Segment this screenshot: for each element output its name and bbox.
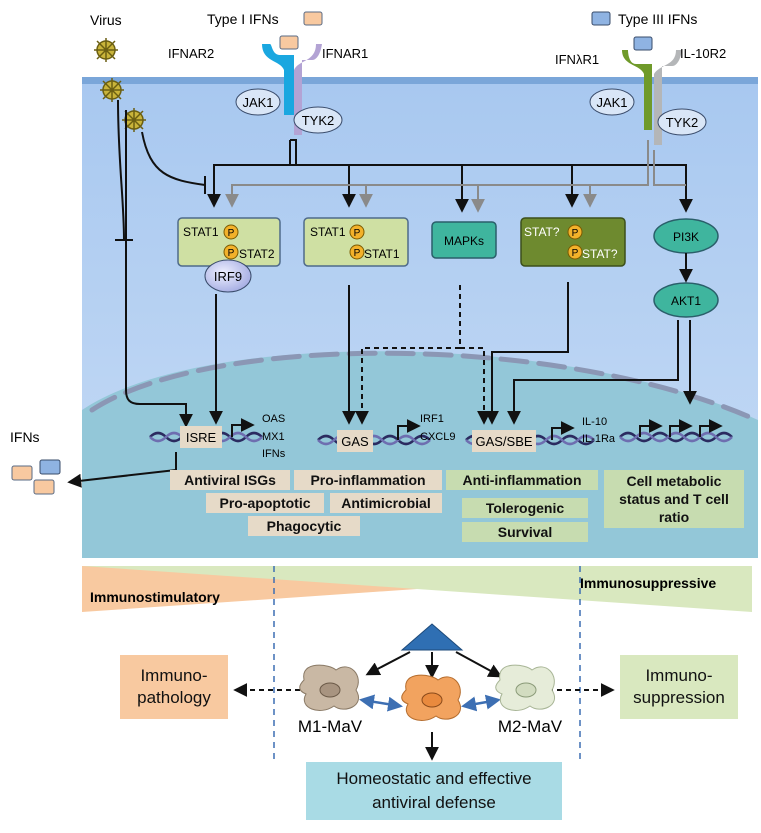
akt1-label: AKT1 bbox=[671, 294, 701, 308]
il10r2-label: IL-10R2 bbox=[680, 46, 726, 61]
ifnar1-label: IFNAR1 bbox=[322, 46, 368, 61]
immunosuppressive-label: Immunosuppressive bbox=[580, 575, 716, 591]
secreted-ifn-icon bbox=[33, 479, 55, 495]
phospho-icon bbox=[349, 244, 365, 260]
type3-ifn-ligand-icon bbox=[591, 11, 611, 26]
jak1-type3-label: JAK1 bbox=[596, 95, 627, 110]
type1-ifn-ligand-icon bbox=[303, 11, 323, 26]
gas-sbe-label: GAS/SBE bbox=[475, 434, 532, 449]
gene-mx1: MX1 bbox=[262, 431, 285, 443]
m2-nucleus-icon bbox=[515, 682, 537, 698]
stat1-top-label: STAT1 bbox=[310, 225, 346, 239]
phospho-icon bbox=[223, 224, 239, 240]
immunostimulatory-label: Immunostimulatory bbox=[90, 589, 220, 605]
phospho-label: P bbox=[228, 248, 235, 259]
outcome-survival: Survival bbox=[462, 522, 588, 542]
tyk2-type1 bbox=[293, 106, 343, 134]
bottom-arrows bbox=[365, 651, 503, 761]
stat1-label: STAT1 bbox=[183, 225, 219, 239]
gas-promoter bbox=[337, 430, 373, 452]
tyk2-type3-label: TYK2 bbox=[666, 115, 699, 130]
outcome-antimicrobial: Antimicrobial bbox=[330, 493, 442, 513]
cell-membrane bbox=[82, 77, 758, 84]
jak1-type1-label: JAK1 bbox=[242, 95, 273, 110]
irf9 bbox=[204, 259, 252, 293]
m1-mav-label: M1-MaV bbox=[298, 717, 363, 736]
jak1-type1 bbox=[235, 88, 281, 116]
outcome-pro-apoptotic: Pro-apoptotic bbox=[206, 493, 324, 513]
ifnlr1-label: IFNλR1 bbox=[555, 52, 599, 67]
downstream-lines bbox=[209, 253, 697, 425]
stat-unknown-bottom-label: STAT? bbox=[582, 247, 618, 261]
immunopathology-box: Immuno-pathology bbox=[120, 655, 228, 719]
transcription-arrows bbox=[231, 418, 723, 440]
homeostatic-defense-box: Homeostatic and effective antiviral defe… bbox=[306, 762, 562, 820]
outcome-tolerogenic: Tolerogenic bbox=[462, 498, 588, 518]
stat1-stat1-complex bbox=[303, 217, 409, 267]
phospho-icon bbox=[349, 224, 365, 240]
immunosuppression-box: Immuno-suppression bbox=[620, 655, 738, 719]
virus-inhibition-lines bbox=[115, 99, 206, 428]
type3-signal-lines bbox=[225, 140, 686, 213]
gas-label: GAS bbox=[341, 434, 369, 449]
phospho-icon bbox=[567, 244, 583, 260]
phospho-icon bbox=[223, 244, 239, 260]
outcome-pro-inflammation: Pro-inflammation bbox=[294, 470, 442, 490]
ifnar2-label: IFNAR2 bbox=[168, 46, 214, 61]
mav-nucleus-icon bbox=[421, 692, 443, 708]
mapks-box bbox=[431, 221, 497, 259]
ifnlr1-receptor bbox=[622, 50, 652, 130]
irf9-label: IRF9 bbox=[214, 269, 242, 284]
stat-unknown-top-label: STAT? bbox=[524, 225, 560, 239]
phospho-label: P bbox=[572, 228, 579, 239]
transition-arrows bbox=[359, 694, 501, 712]
m1-nucleus-icon bbox=[319, 682, 341, 698]
gene-ifns: IFNs bbox=[262, 448, 286, 460]
outcome-antiviral-isgs: Antiviral ISGs bbox=[170, 470, 290, 490]
gene-irf1: IRF1 bbox=[420, 413, 444, 425]
phospho-label: P bbox=[354, 248, 361, 259]
phospho-icon bbox=[567, 224, 583, 240]
type1-ifn-label: Type I IFNs bbox=[207, 11, 279, 27]
gene-oas: OAS bbox=[262, 413, 285, 425]
outcome-anti-inflammation: Anti-inflammation bbox=[446, 470, 598, 490]
stat1-bottom-label: STAT1 bbox=[364, 247, 400, 261]
outcome-cell-metabolic: Cell metabolic status and T cell ratio bbox=[604, 470, 744, 528]
stat2-label: STAT2 bbox=[239, 247, 275, 261]
gas-sbe-promoter bbox=[472, 430, 536, 452]
m2-mav-label: M2-MaV bbox=[498, 717, 563, 736]
tyk2-type1-label: TYK2 bbox=[302, 113, 335, 128]
nuclear-envelope bbox=[89, 350, 755, 421]
phospho-label: P bbox=[228, 228, 235, 239]
secreted-ifn-icon bbox=[39, 459, 61, 475]
stat-unknown-complex bbox=[520, 217, 626, 267]
type1-bound-ligand-icon bbox=[279, 35, 299, 50]
gene-il1ra: IL-1Ra bbox=[582, 433, 616, 445]
mapks-label: MAPKs bbox=[444, 234, 484, 248]
virus-label: Virus bbox=[90, 12, 122, 28]
gene-cxcl9: CXCL9 bbox=[420, 431, 455, 443]
jak1-type3 bbox=[589, 88, 635, 116]
immunosuppressive-wedge bbox=[82, 566, 752, 612]
ifnar2-receptor bbox=[262, 44, 294, 115]
secreted-ifn-icon bbox=[11, 465, 33, 481]
mapk-dashed-lines bbox=[355, 285, 491, 425]
isre-promoter bbox=[180, 426, 222, 448]
ifns-out-label: IFNs bbox=[10, 429, 40, 445]
isre-label: ISRE bbox=[186, 430, 217, 445]
phospho-label: P bbox=[572, 248, 579, 259]
phospho-label: P bbox=[354, 228, 361, 239]
outcome-phagocytic: Phagocytic bbox=[248, 516, 360, 536]
gene-il10: IL-10 bbox=[582, 416, 607, 428]
akt1 bbox=[653, 282, 719, 318]
tyk2-type3 bbox=[657, 108, 707, 136]
pi3k-label: PI3K bbox=[673, 230, 699, 244]
type3-ifn-label: Type III IFNs bbox=[618, 11, 697, 27]
polarization-triangle-icon bbox=[400, 623, 464, 651]
type3-bound-ligand-icon bbox=[633, 36, 653, 51]
